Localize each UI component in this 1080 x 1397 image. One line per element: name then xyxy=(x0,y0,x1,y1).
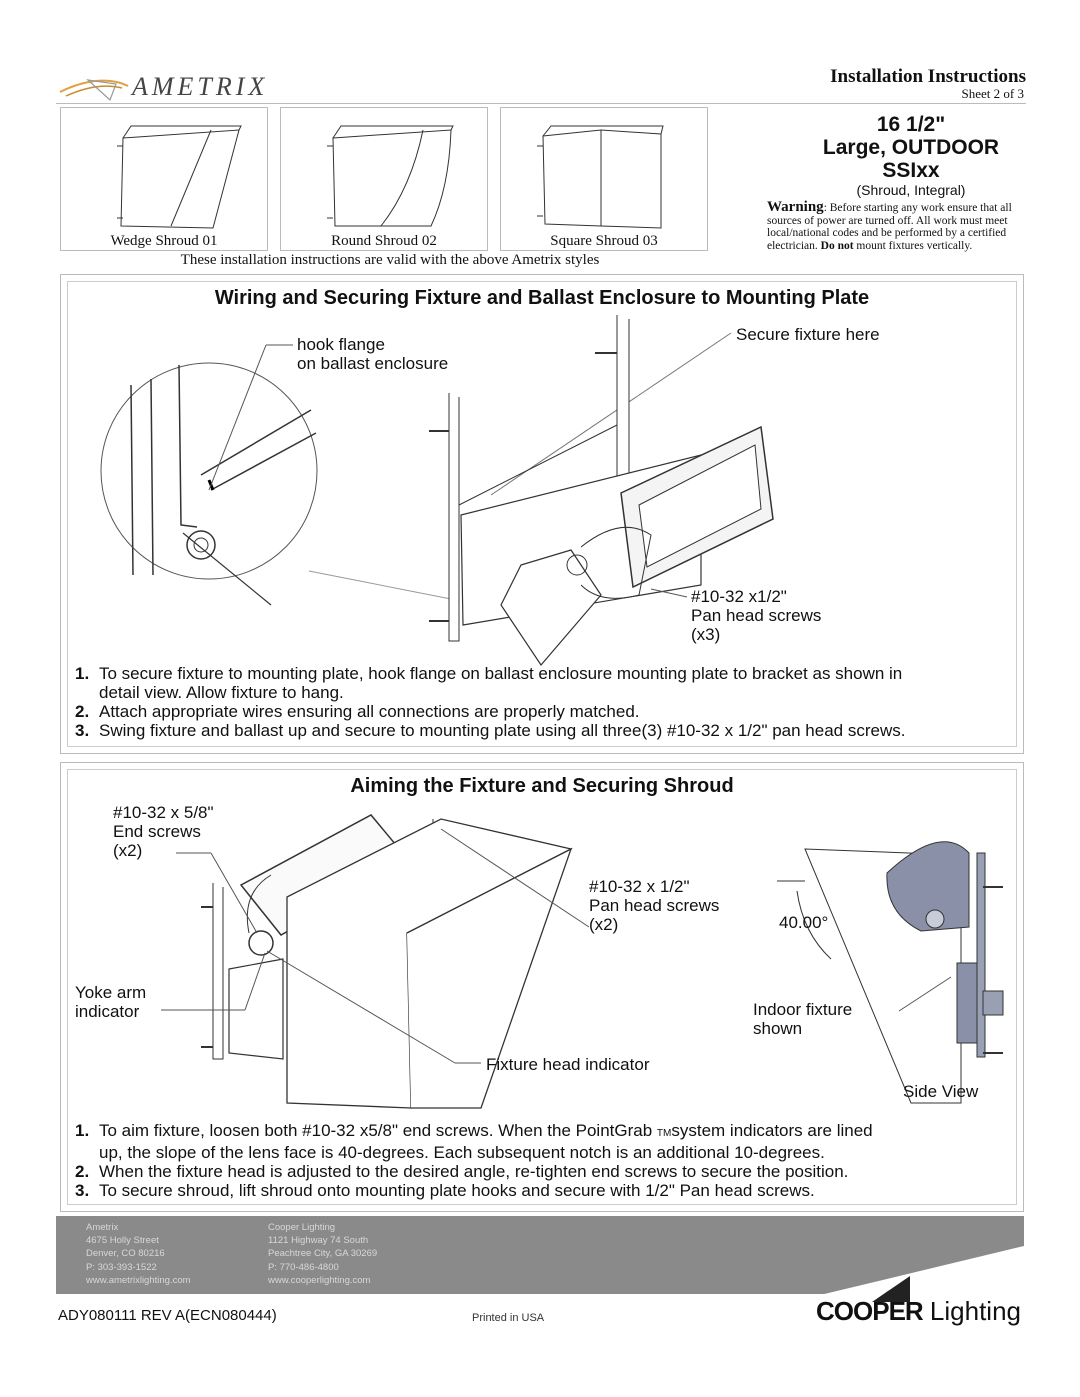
square-shroud-icon xyxy=(537,125,664,229)
wedge-shroud-icon xyxy=(117,125,242,229)
aiming-diagram xyxy=(161,814,1004,1109)
angle-label: 40.00° xyxy=(779,913,829,932)
validity-note: These installation instructions are vali… xyxy=(180,252,600,268)
document-id: ADY080111 REV A(ECN080444) xyxy=(58,1307,277,1324)
callout-yoke-arm: Yoke arm indicator xyxy=(75,983,147,1021)
shroud-caption: Round Shroud 02 xyxy=(331,233,437,249)
step-2: 2.When the fixture head is adjusted to t… xyxy=(75,1162,849,1181)
side-view-label: Side View xyxy=(903,1082,979,1101)
warning-bold: Do not xyxy=(820,239,854,252)
sheet-number: Sheet 2 of 3 xyxy=(961,86,1024,101)
shroud-style-wedge: Wedge Shroud 01 xyxy=(60,107,268,251)
steps-list: 1.To secure fixture to mounting plate, h… xyxy=(75,664,905,740)
section-frame xyxy=(67,281,1017,747)
wiring-diagram xyxy=(100,315,774,666)
section-frame xyxy=(67,769,1017,1205)
shroud-caption: Wedge Shroud 01 xyxy=(110,233,218,249)
brand-name: AMETRIX xyxy=(132,72,269,101)
footer-bar xyxy=(56,1216,1024,1294)
step-1: 1.To aim fixture, loosen both #10-32 x5/… xyxy=(75,1121,873,1140)
header-divider xyxy=(56,103,1026,104)
ballast-box-icon xyxy=(956,962,980,1044)
cooper-lighting-logo: COOPER Lighting xyxy=(816,1296,1021,1326)
product-description: (Shroud, Integral) xyxy=(856,182,966,198)
step-2: 2.Attach appropriate wires ensuring all … xyxy=(75,702,640,721)
product-code: SSIxx xyxy=(882,159,940,182)
warning-tail: mount fixtures vertically. xyxy=(856,239,973,252)
product-name: Large, OUTDOOR xyxy=(822,136,1000,159)
cooper-logo-mark-icon xyxy=(872,1276,910,1302)
shroud-style-square: Square Shroud 03 xyxy=(500,107,708,251)
fixture-head-icon xyxy=(886,841,970,932)
printed-in: Printed in USA xyxy=(472,1312,545,1324)
callout-end-screws: #10-32 x 5/8" End screws (x2) xyxy=(113,803,214,860)
callout-indoor-fixture: Indoor fixture shown xyxy=(753,1000,853,1038)
section-wiring: Wiring and Securing Fixture and Ballast … xyxy=(60,274,1024,754)
footer-slope-shape xyxy=(816,1246,1024,1296)
step-1-cont: detail view. Allow fixture to hang. xyxy=(99,683,344,702)
warning-note: Warning: Before starting any work ensure… xyxy=(767,199,1025,252)
section-title: Wiring and Securing Fixture and Ballast … xyxy=(214,287,870,309)
callout-pan-head-screws: #10-32 x 1/2" Pan head screws (x2) xyxy=(589,877,720,934)
step-3: 3.Swing fixture and ballast up and secur… xyxy=(75,721,906,740)
step-3: 3.To secure shroud, lift shroud onto mou… xyxy=(75,1181,815,1200)
callout-hook-flange: hook flange on ballast enclosure xyxy=(297,335,449,373)
callout-secure-fixture: Secure fixture here xyxy=(736,325,880,344)
doc-title: Installation Instructions xyxy=(830,66,1026,87)
product-size: 16 1/2" xyxy=(876,113,946,136)
round-shroud-icon xyxy=(327,125,454,227)
section-aiming: Aiming the Fixture and Securing Shroud xyxy=(60,762,1024,1212)
callout-fixture-head: Fixture head indicator xyxy=(486,1055,650,1074)
shroud-caption: Square Shroud 03 xyxy=(550,233,658,249)
callout-pan-head-screws: #10-32 x1/2" Pan head screws (x3) xyxy=(691,587,822,644)
step-1-cont: up, the slope of the lens face is 40-deg… xyxy=(99,1143,825,1162)
step-1: 1.To secure fixture to mounting plate, h… xyxy=(75,664,903,683)
shroud-style-round: Round Shroud 02 xyxy=(280,107,488,251)
warning-label: Warning xyxy=(767,199,824,215)
ametrix-logo-swoosh-icon xyxy=(59,79,129,102)
warning-text: : Before starting any work ensure that a… xyxy=(767,202,1012,252)
section-title: Aiming the Fixture and Securing Shroud xyxy=(350,775,734,797)
steps-list: 1.To aim fixture, loosen both #10-32 x5/… xyxy=(75,1121,873,1200)
cooper-address: Cooper Lighting 1121 Highway 74 South Pe… xyxy=(268,1222,378,1286)
ametrix-address: Ametrix 4675 Holly Street Denver, CO 802… xyxy=(86,1222,191,1286)
